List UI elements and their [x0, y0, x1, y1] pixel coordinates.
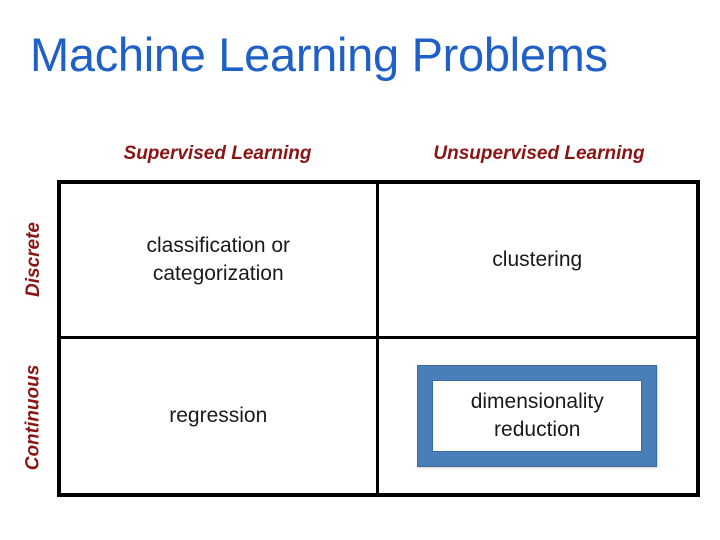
matrix-grid: classification or categorization cluster…	[61, 184, 696, 493]
cell-label-regression: regression	[169, 403, 268, 427]
cell-label-dimensionality-reduction: dimensionality reduction	[470, 389, 604, 441]
highlight-callout-box: dimensionality reduction	[417, 364, 658, 467]
row-label-continuous: Continuous	[10, 338, 56, 497]
row-label-discrete-text: Discrete	[22, 221, 44, 297]
matrix-cell-continuous-unsupervised: dimensionality reduction	[378, 338, 696, 493]
row-label-discrete: Discrete	[10, 180, 56, 338]
row-label-continuous-text: Continuous	[22, 364, 44, 471]
matrix-cell-continuous-supervised: regression	[61, 338, 379, 493]
problem-matrix: classification or categorization cluster…	[57, 180, 700, 497]
cell-label-classification: classification or categorization	[146, 233, 291, 285]
matrix-cell-discrete-supervised: classification or categorization	[61, 184, 379, 339]
column-header-unsupervised: Unsupervised Learning	[433, 143, 645, 164]
column-header-supervised: Supervised Learning	[123, 143, 312, 164]
matrix-cell-discrete-unsupervised: clustering	[378, 184, 696, 339]
highlight-callout-inner: dimensionality reduction	[432, 379, 643, 452]
cell-label-clustering: clustering	[492, 247, 583, 271]
page-title: Machine Learning Problems	[30, 28, 608, 81]
